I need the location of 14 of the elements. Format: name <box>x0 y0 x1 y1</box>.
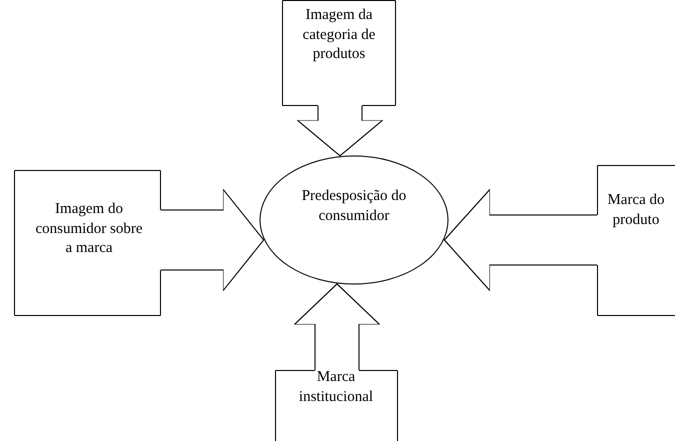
node-text: Predesposição do consumidor <box>300 187 408 226</box>
block-arrow <box>294 283 380 370</box>
node-text: Marca do produto <box>606 191 666 230</box>
ellipse-node <box>259 155 449 285</box>
callout-box <box>282 0 396 106</box>
callout-box <box>275 370 398 441</box>
block-arrow <box>296 106 384 156</box>
block-arrow <box>444 188 598 292</box>
node-text: Marca institucional <box>298 368 374 406</box>
callout-box <box>597 165 675 316</box>
node-text: Imagem da categoria de produtos <box>302 6 376 64</box>
callout-box <box>14 170 161 316</box>
block-arrow <box>160 188 264 292</box>
node-text: Imagem do consumidor sobre a marca <box>34 200 144 258</box>
